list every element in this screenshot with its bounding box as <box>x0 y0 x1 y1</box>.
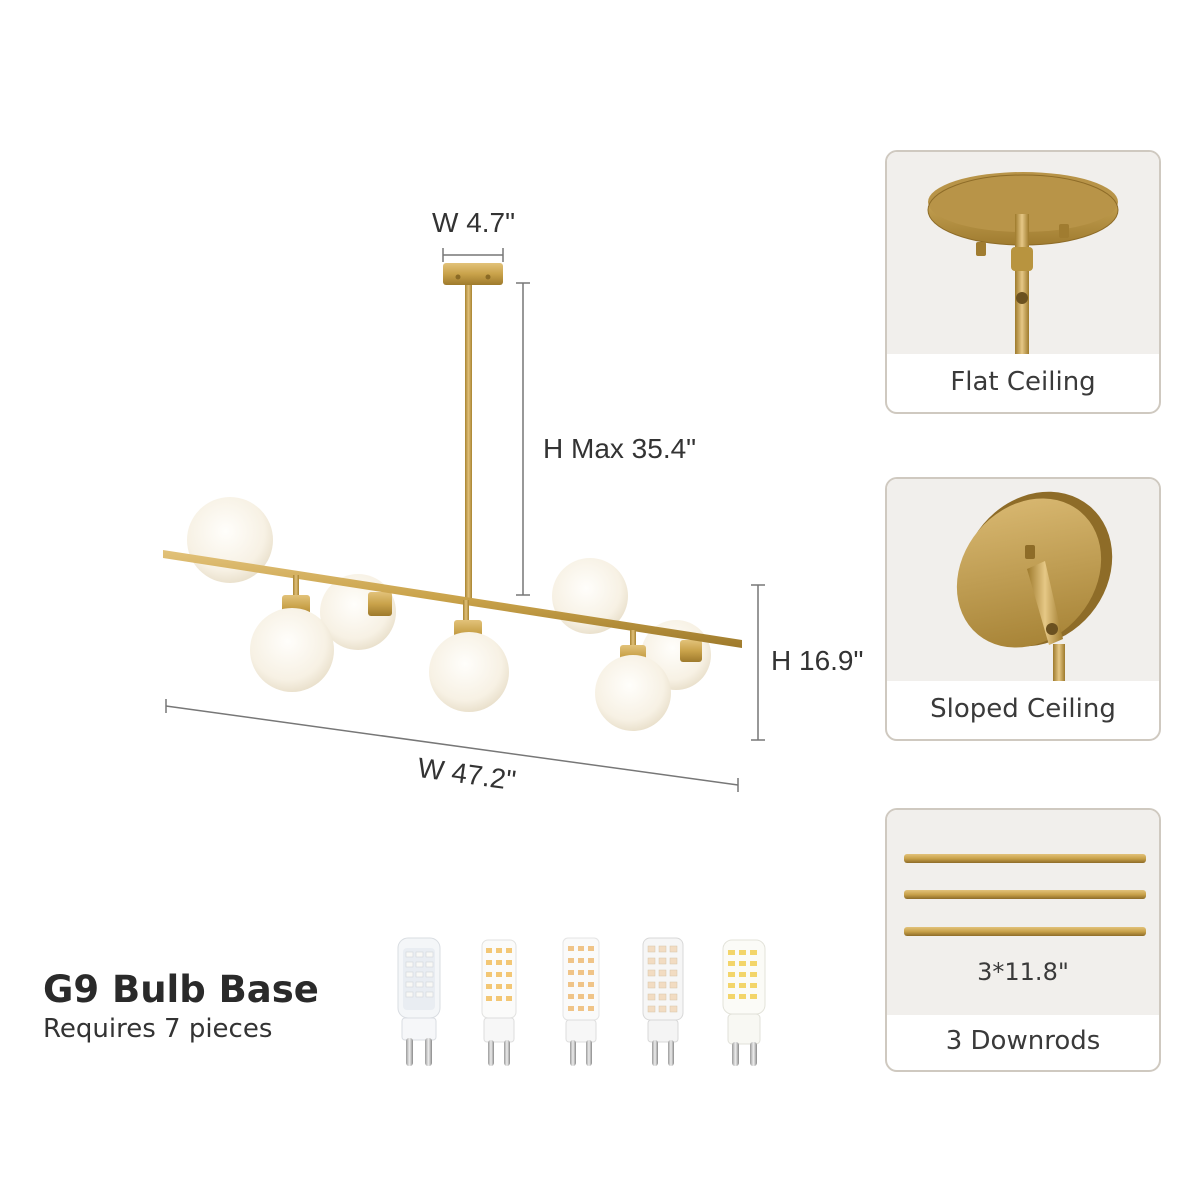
flat-ceiling-label: Flat Ceiling <box>950 367 1096 397</box>
bulb-base-title: G9 Bulb Base <box>43 968 319 1011</box>
g9-bulb-icon <box>397 937 441 1066</box>
g9-bulb-icon <box>642 937 684 1066</box>
chandelier-illustration <box>163 248 765 792</box>
g9-bulb-icon <box>562 937 600 1066</box>
downrods-image: 3*11.8" <box>887 810 1159 1015</box>
g9-bulb-icon <box>481 939 517 1066</box>
sloped-ceiling-canopy-icon <box>956 491 1113 681</box>
flat-ceiling-canopy-icon <box>927 172 1119 354</box>
sloped-ceiling-image <box>887 479 1159 681</box>
downrods-label: 3 Downrods <box>945 1026 1101 1056</box>
downrods-icon <box>904 854 1146 936</box>
max-height-label: H Max 35.4" <box>543 433 697 464</box>
fixture-height-label: H 16.9" <box>771 645 864 676</box>
flat-ceiling-panel: Flat Ceiling <box>885 150 1161 414</box>
flat-ceiling-image <box>887 152 1159 354</box>
top-width-label: W 4.7" <box>432 207 516 238</box>
bulb-requirement: Requires 7 pieces <box>43 1014 273 1044</box>
sloped-ceiling-label: Sloped Ceiling <box>930 694 1116 724</box>
g9-bulb-icon <box>722 939 766 1066</box>
g9-bulbs-row <box>397 937 766 1066</box>
downrods-panel: 3*11.8" 3 Downrods <box>885 808 1161 1072</box>
downrods-caption: 3*11.8" <box>977 958 1069 986</box>
sloped-ceiling-panel: Sloped Ceiling <box>885 477 1161 741</box>
